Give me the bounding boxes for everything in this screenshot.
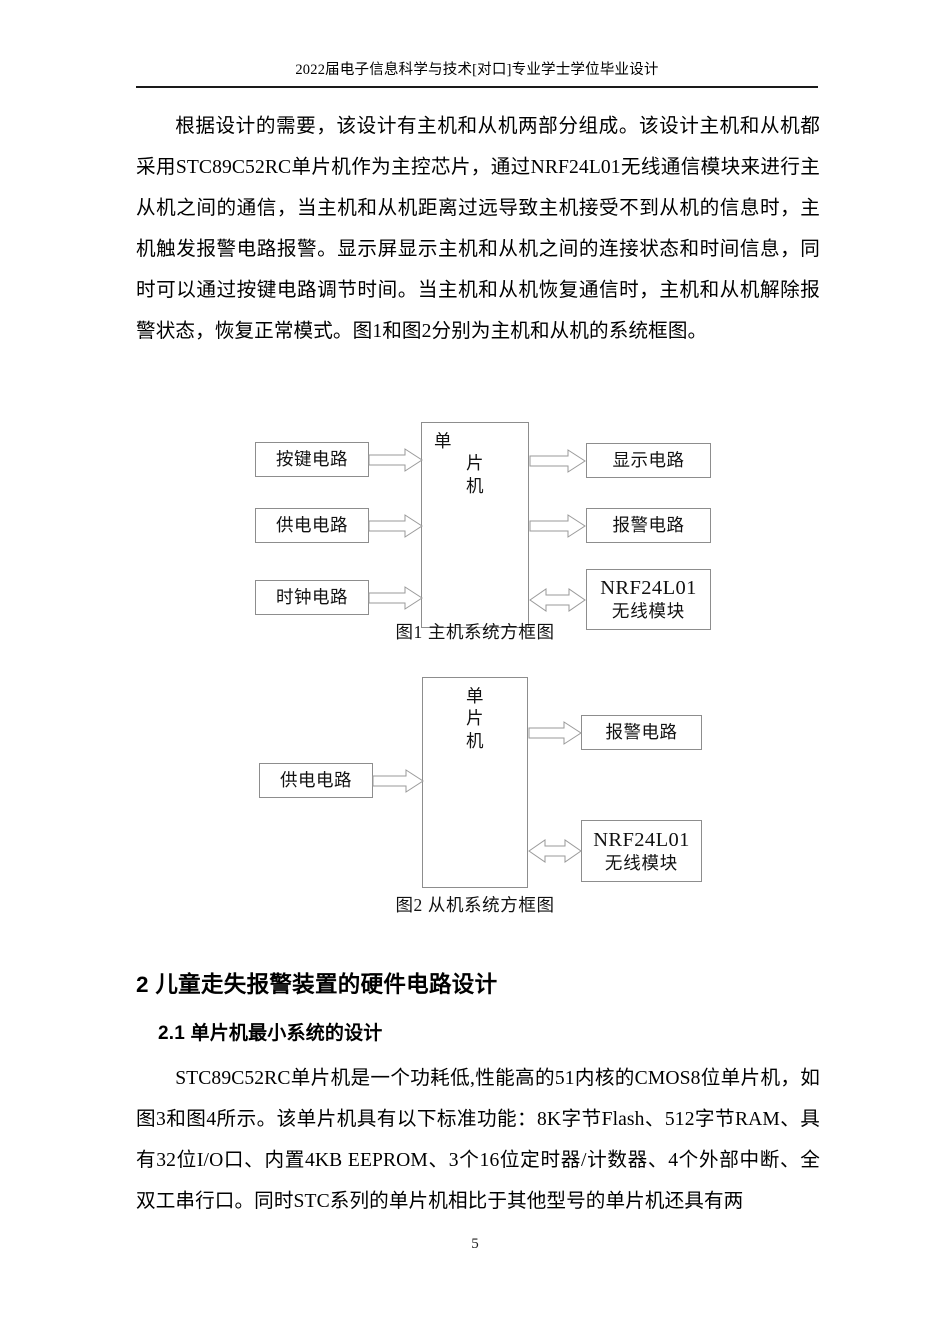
fig1-right-box-display-label: 显示电路 (612, 449, 685, 470)
header-rule (136, 86, 818, 88)
fig1-arrow-keypad-to-mcu (368, 448, 423, 472)
section-heading-2-1: 2.1 单片机最小系统的设计 (158, 1023, 383, 1044)
fig1-arrow-mcu-to-nrf-bidirectional (529, 588, 586, 612)
fig2-right-box-nrf: NRF24L01 无线模块 (581, 820, 702, 882)
fig2-arrow-power-to-mcu (372, 769, 424, 793)
fig1-left-box-clock-label: 时钟电路 (276, 586, 348, 607)
fig1-left-box-keypad: 按键电路 (255, 442, 369, 477)
page-number: 5 (471, 1236, 479, 1252)
fig1-mcu-box: 单 片 机 (421, 422, 529, 628)
fig1-mcu-label-char-0: 单 (434, 431, 452, 451)
fig2-mcu-box: 单 片 机 (422, 677, 528, 888)
fig2-right-box-alarm: 报警电路 (581, 715, 702, 750)
fig1-left-box-power-label: 供电电路 (276, 514, 348, 535)
fig1-right-box-alarm-label: 报警电路 (612, 514, 685, 535)
fig1-left-box-keypad-label: 按键电路 (276, 448, 348, 469)
intro-paragraph: 根据设计的需要，该设计有主机和从机两部分组成。该设计主机和从机都采用STC89C… (136, 116, 820, 342)
fig1-right-box-nrf-title: NRF24L01 (600, 577, 697, 600)
mcu-paragraph-block: STC89C52RC单片机是一个功耗低,性能高的51内核的CMOS8位单片机，如… (136, 1058, 820, 1222)
fig2-mcu-label-char-2: 机 (466, 730, 484, 751)
fig1-right-box-nrf: NRF24L01 无线模块 (586, 569, 711, 630)
fig1-right-box-nrf-sub: 无线模块 (611, 601, 686, 622)
fig1-caption: 图1 主机系统方框图 (395, 622, 555, 642)
intro-paragraph-block: 根据设计的需要，该设计有主机和从机两部分组成。该设计主机和从机都采用STC89C… (136, 106, 820, 352)
fig1-arrow-clock-to-mcu (368, 586, 423, 610)
fig2-right-box-nrf-sub: 无线模块 (604, 852, 679, 873)
fig2-mcu-label-char-0: 单 (466, 686, 484, 706)
fig2-arrow-mcu-to-nrf-bidirectional (528, 839, 582, 863)
fig2-caption: 图2 从机系统方框图 (395, 895, 555, 915)
fig1-arrow-power-to-mcu (368, 514, 423, 538)
fig1-left-box-clock: 时钟电路 (255, 580, 369, 615)
fig1-right-box-display: 显示电路 (586, 443, 711, 478)
running-header: 2022届电子信息科学与技术[对口]专业学士学位毕业设计 (295, 62, 659, 78)
mcu-paragraph: STC89C52RC单片机是一个功耗低,性能高的51内核的CMOS8位单片机，如… (136, 1068, 820, 1212)
fig2-right-box-nrf-title: NRF24L01 (593, 828, 690, 851)
fig2-arrow-mcu-to-alarm (528, 721, 582, 745)
fig1-left-box-power: 供电电路 (255, 508, 369, 543)
fig1-arrow-mcu-to-alarm (529, 514, 586, 538)
fig1-mcu-label-char-2: 机 (466, 475, 484, 496)
section-heading-2: 2 儿童走失报警装置的硬件电路设计 (136, 972, 498, 997)
fig2-left-box-power-label: 供电电路 (280, 769, 352, 790)
fig2-right-box-alarm-label: 报警电路 (605, 721, 678, 742)
fig2-mcu-label-char-1: 片 (466, 708, 484, 729)
fig1-right-box-alarm: 报警电路 (586, 508, 711, 543)
fig1-mcu-label-char-1: 片 (466, 453, 484, 474)
fig1-arrow-mcu-to-display (529, 449, 586, 473)
fig2-left-box-power: 供电电路 (259, 763, 373, 798)
